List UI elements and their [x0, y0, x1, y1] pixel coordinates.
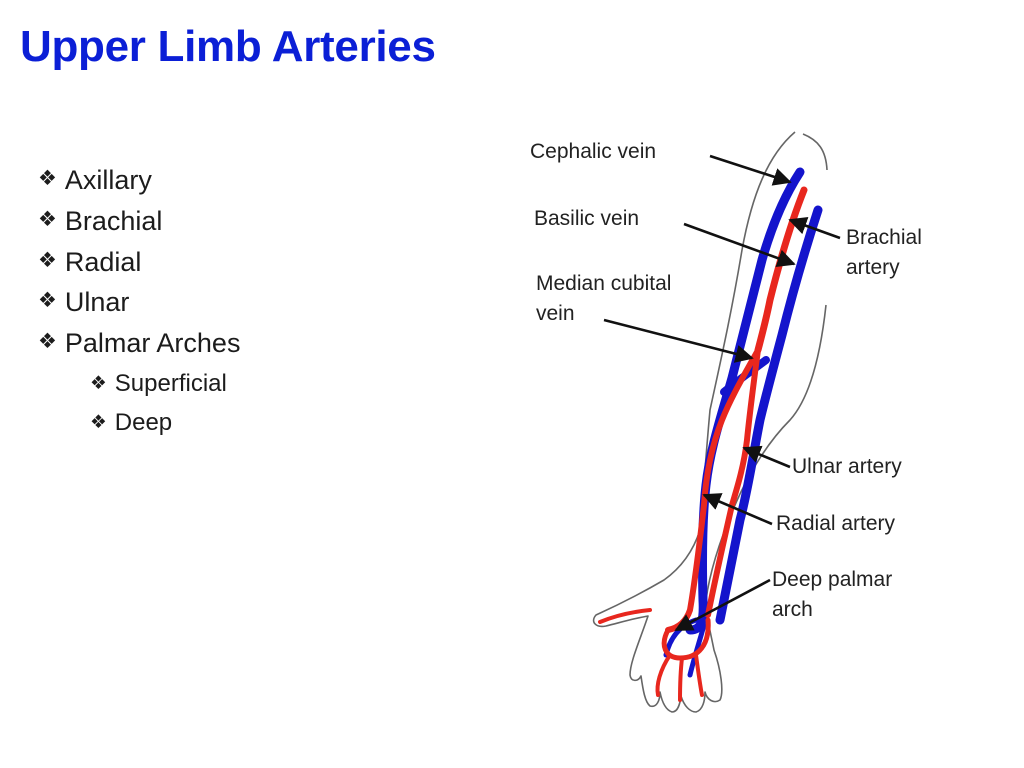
- arm-outline-medial-edge: [802, 133, 828, 171]
- bullet-text: Axillary: [64, 165, 152, 195]
- arrow-cephalic-vein: [709, 154, 792, 186]
- arrow-ulnar-artery: [742, 445, 791, 469]
- bullet-item: ❖ Axillary: [38, 160, 240, 201]
- bullet-item: ❖ Brachial: [38, 201, 240, 242]
- arrow-deep-palmar-arch: [674, 578, 771, 632]
- label-median-cubital-2: vein: [536, 302, 575, 325]
- bullet-list: ❖ Axillary ❖ Brachial ❖ Radial ❖ Ulnar ❖ Palm…: [38, 160, 240, 443]
- label-cephalic-vein: Cephalic vein: [530, 140, 656, 163]
- diamond-bullet-icon: ❖: [38, 248, 57, 272]
- label-deep-palmar-2: arch: [772, 598, 813, 621]
- diamond-bullet-icon: ❖: [38, 289, 57, 313]
- bullet-item: ❖ Ulnar: [38, 282, 240, 323]
- label-basilic-vein: Basilic vein: [534, 207, 639, 230]
- label-brachial-1: Brachial: [846, 226, 922, 249]
- bullet-text: Deep: [114, 409, 173, 437]
- ulnar-artery-path: [705, 347, 761, 618]
- brachial-artery-path: [754, 186, 808, 354]
- leader-lines: [603, 154, 841, 632]
- bullet-text: Ulnar: [64, 287, 130, 318]
- sub-bullet-item: ❖ Superficial: [38, 364, 240, 404]
- sub-bullet-item: ❖ Deep: [38, 403, 240, 443]
- diamond-bullet-icon: ❖: [38, 167, 57, 190]
- arrow-radial-artery: [702, 493, 773, 526]
- basilic-vein-path: [715, 205, 823, 625]
- arrow-median-cubital: [603, 318, 754, 363]
- bullet-item: ❖ Radial: [38, 242, 240, 283]
- bullet-text: Radial: [64, 246, 142, 277]
- label-median-cubital-1: Median cubital: [536, 272, 671, 295]
- digital-artery-branch: [655, 653, 704, 702]
- arrow-basilic-vein: [683, 222, 796, 267]
- arrow-brachial-artery: [788, 216, 841, 240]
- diamond-bullet-icon: ❖: [38, 330, 57, 354]
- bullet-text: Superficial: [114, 369, 227, 397]
- diamond-bullet-icon: ❖: [90, 411, 107, 433]
- label-brachial-2: artery: [846, 256, 900, 279]
- arm-vessels-diagram: Cephalic vein Basilic vein Median cubita…: [530, 131, 922, 713]
- label-radial-artery: Radial artery: [776, 512, 896, 535]
- palm-artery-branch: [598, 608, 652, 624]
- slide-title: Upper Limb Arteries: [20, 22, 436, 71]
- bullet-text: Brachial: [64, 205, 163, 236]
- diamond-bullet-icon: ❖: [38, 207, 57, 231]
- bullet-text: Palmar Arches: [64, 328, 241, 359]
- label-deep-palmar-1: Deep palmar: [772, 568, 892, 591]
- label-ulnar-artery: Ulnar artery: [792, 455, 902, 478]
- diamond-bullet-icon: ❖: [90, 371, 107, 393]
- bullet-item: ❖ Palmar Arches: [38, 323, 240, 364]
